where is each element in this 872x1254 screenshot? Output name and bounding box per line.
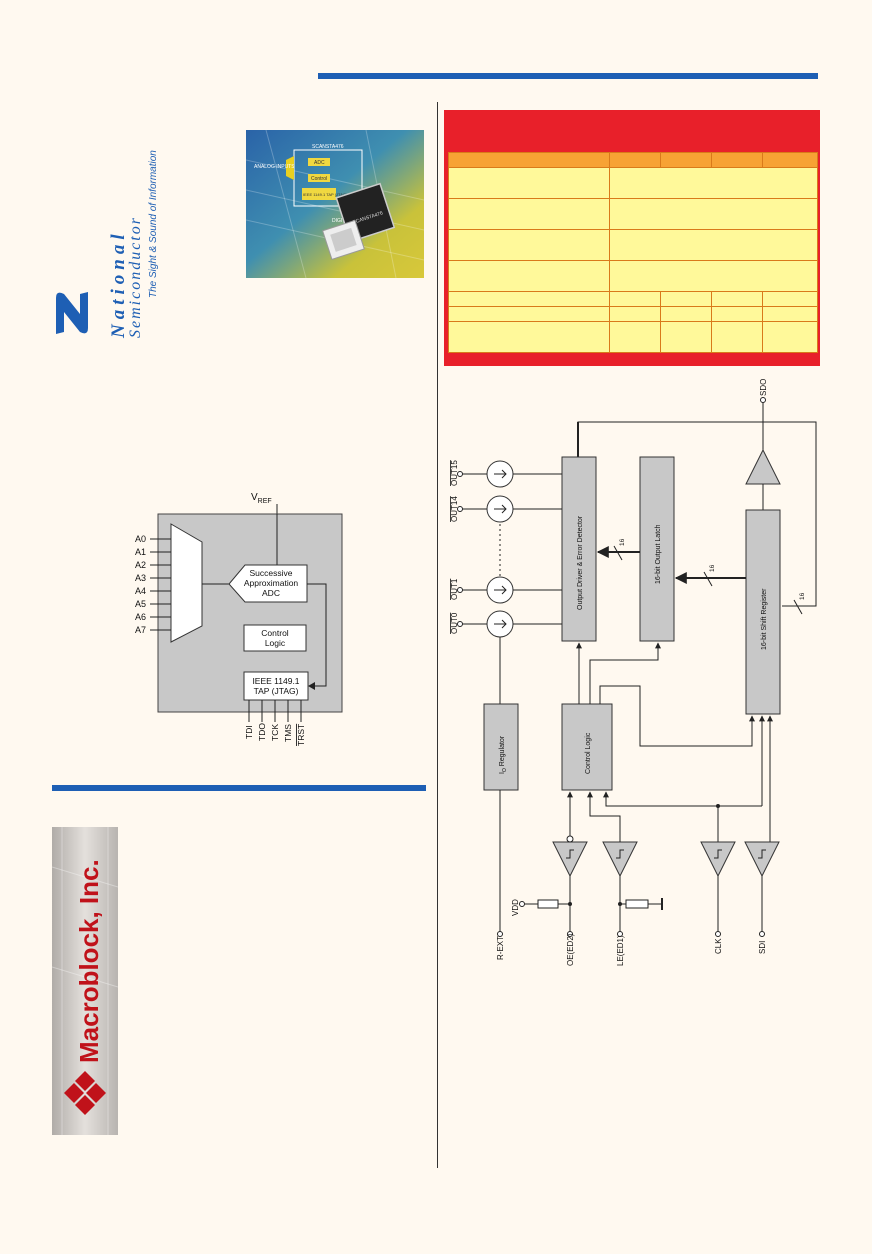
input-a6: A6 — [135, 612, 146, 622]
output-driver-label: Output Driver & Error Detector — [577, 515, 584, 610]
photo-label-jtag: IEEE 1149.1 TAP (JTAG) — [303, 192, 348, 197]
pullup-resistor — [537, 899, 559, 909]
column-divider — [437, 102, 438, 1168]
input-a3: A3 — [135, 573, 146, 583]
input-a2: A2 — [135, 560, 146, 570]
bus-width-label-2: 16 — [709, 564, 716, 572]
mux-shape — [170, 523, 203, 643]
control-logic-block — [243, 624, 307, 652]
current-sink-out0 — [460, 610, 562, 638]
output-latch-block — [639, 456, 675, 642]
pin-sdo: SDO — [759, 379, 768, 396]
adc-block-diagram: VREF A0 A1 A2 A3 A4 A5 A6 A7 Successive … — [135, 492, 343, 746]
spec-table — [448, 152, 818, 353]
tap-label-2: TAP (JTAG) — [254, 686, 299, 696]
output-driver-block — [561, 456, 597, 642]
out1-label: OUT1 — [450, 578, 459, 600]
table-row — [448, 291, 818, 307]
macroblock-wordmark: Macroblock, Inc. — [74, 859, 104, 1063]
oe-buffer — [552, 841, 588, 878]
photo-label-part: SCANSTA476 — [312, 144, 344, 150]
tap-block — [243, 671, 309, 701]
clk-buffer — [700, 841, 736, 878]
table-row — [448, 260, 818, 292]
pin-clk: CLK — [714, 938, 723, 954]
io-regulator-label: IO Regulator — [499, 735, 508, 774]
out14-label: OUT14 — [450, 496, 459, 522]
pin-tdi: TDI — [244, 725, 254, 739]
pin-sdi: SDI — [758, 941, 767, 954]
input-a5: A5 — [135, 599, 146, 609]
top-rule — [318, 73, 818, 79]
product-photo: ANALOG INPUTS SCANSTA476 ADC Control IEE… — [246, 130, 424, 278]
current-sink-out15 — [460, 460, 562, 488]
shift-register-block — [745, 509, 781, 715]
control-label-2: Logic — [265, 638, 286, 648]
table-row — [448, 229, 818, 261]
table-row — [448, 167, 818, 199]
adc-label-3: ADC — [262, 588, 280, 598]
input-a7: A7 — [135, 625, 146, 635]
adc-block — [228, 564, 308, 603]
photo-label-analog: ANALOG INPUTS — [254, 164, 295, 170]
control-logic-label: Control Logic — [585, 732, 592, 774]
national-semiconductor-logo: National Semiconductor The Sight & Sound… — [50, 130, 159, 340]
input-a0: A0 — [135, 534, 146, 544]
bus-width-label-3: 16 — [799, 592, 806, 600]
pin-tms: TMS — [283, 724, 293, 742]
table-row — [448, 198, 818, 230]
vdd-label: VDD — [511, 899, 520, 916]
photo-label-adc: ADC — [314, 160, 325, 166]
current-sink-out14 — [460, 495, 562, 523]
bus-width-label-1: 16 — [619, 538, 626, 546]
input-a4: A4 — [135, 586, 146, 596]
adc-label-2: Approximation — [244, 578, 299, 588]
tap-label-1: IEEE 1149.1 — [252, 676, 299, 686]
out0-label: OUT0 — [450, 612, 459, 634]
sdo-buffer — [745, 448, 781, 485]
shift-register-label: 16-bit Shift Register — [761, 588, 768, 650]
table-header-row — [448, 152, 818, 168]
led-driver-block-diagram: SDO Output Driver & Error Detector 16-bi… — [450, 379, 817, 966]
output-latch-label: 16-bit Output Latch — [655, 524, 662, 584]
photo-label-control: Control — [311, 176, 327, 182]
brand-line2: Semiconductor — [127, 216, 144, 338]
pin-rext: R-EXT — [496, 936, 505, 960]
pin-tdo: TDO — [257, 723, 267, 741]
pin-oe: OE(ED2) — [566, 933, 575, 966]
national-n-icon — [56, 292, 88, 334]
io-regulator-block — [483, 703, 519, 791]
out15-label: OUT15 — [450, 460, 459, 486]
control-logic-block — [561, 703, 613, 791]
adc-input-lines — [150, 538, 171, 631]
adc-label-1: Successive — [250, 568, 293, 578]
input-a1: A1 — [135, 547, 146, 557]
pulldown-resistor — [625, 899, 649, 909]
control-label-1: Control — [261, 628, 289, 638]
le-buffer — [602, 841, 638, 878]
pin-trst: TRST — [296, 724, 306, 746]
sdi-buffer — [744, 841, 780, 878]
brand-tagline: The Sight & Sound of Information — [148, 150, 159, 298]
middle-rule — [52, 785, 426, 791]
vref-label: VREF — [251, 492, 272, 505]
table-row — [448, 306, 818, 322]
macroblock-diamond-icon — [64, 1071, 106, 1115]
table-row — [448, 321, 818, 353]
pin-tck: TCK — [270, 724, 280, 741]
current-sink-out1 — [460, 576, 562, 604]
macroblock-logo: Macroblock, Inc. — [52, 827, 118, 1135]
pin-le: LE(ED1) — [616, 935, 625, 966]
